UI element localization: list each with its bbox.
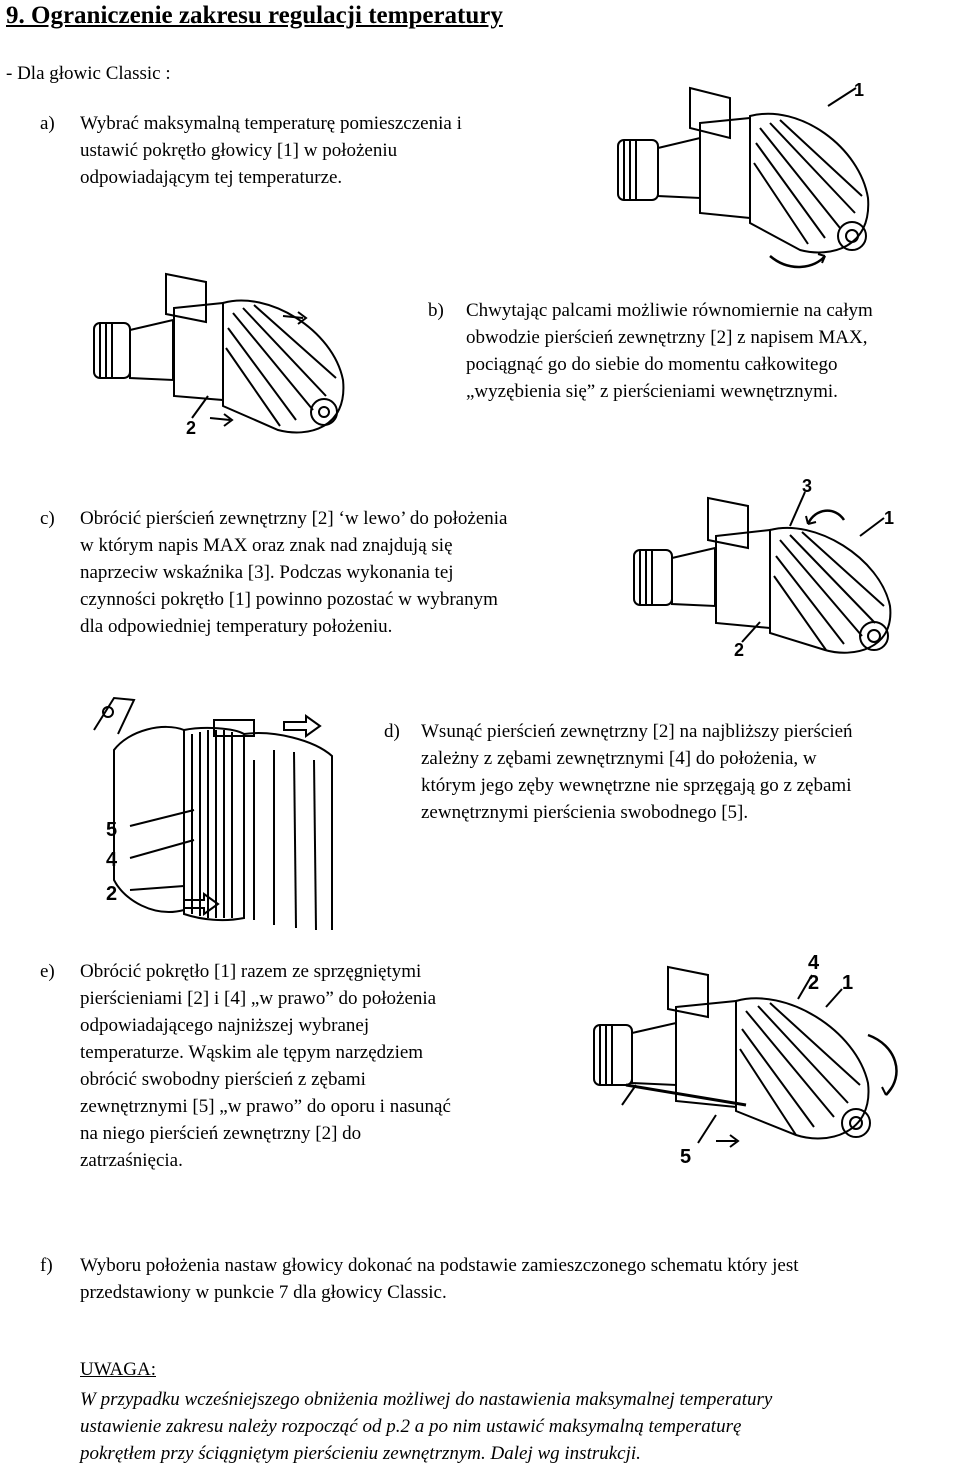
step-d-label: d) (384, 721, 400, 742)
step-e-label: e) (40, 961, 55, 982)
step-b-label: b) (428, 300, 444, 321)
callout-2: 2 (808, 972, 819, 994)
intro-text: - Dla głowic Classic : (6, 63, 171, 84)
step-e-line: pierścieniami [2] i [4] „w prawo” do poł… (80, 988, 437, 1009)
callout-2: 2 (106, 883, 117, 905)
step-a-line: ustawić pokrętło głowicy [1] w położeniu (80, 140, 398, 161)
page-title: 9. Ograniczenie zakresu regulacji temper… (6, 2, 503, 29)
step-c-line: w którym napis MAX oraz znak nad znajduj… (80, 535, 453, 556)
callout-4: 4 (106, 849, 118, 871)
note-line: ustawienie zakresu należy rozpocząć od p… (80, 1416, 742, 1437)
step-d-line: którym jego zęby wewnętrzne nie sprzęgaj… (421, 775, 852, 796)
valve-head-figure-e: 4 2 1 5 (593, 952, 898, 1168)
step-e-line: Obrócić pokrętło [1] razem ze sprzęgnięt… (80, 961, 422, 982)
step-a-text: Wybrać maksymalną temperaturę pomieszcze… (80, 110, 580, 191)
step-f-line: przedstawiony w punkcie 7 dla głowicy Cl… (80, 1282, 447, 1303)
step-c-line: czynności pokrętło [1] powinno pozostać … (80, 589, 498, 610)
step-e-line: obrócić swobodny pierścień z zębami (80, 1069, 366, 1090)
step-a-line: Wybrać maksymalną temperaturę pomieszcze… (80, 113, 462, 134)
note-heading: UWAGA: (80, 1359, 156, 1380)
note-line: W przypadku wcześniejszego obniżenia moż… (80, 1389, 773, 1410)
step-e-text: Obrócić pokrętło [1] razem ze sprzęgnięt… (80, 958, 550, 1174)
callout-3: 3 (802, 478, 812, 496)
ring-closeup-figure-d: 5 4 2 (93, 696, 333, 930)
step-c-line: dla odpowiedniej temperatury położeniu. (80, 616, 393, 637)
step-f-line: Wyboru położenia nastaw głowicy dokonać … (80, 1255, 799, 1276)
step-c-text: Obrócić pierścień zewnętrzny [2] ‘w lewo… (80, 505, 620, 640)
valve-head-figure-a: 1 (617, 80, 870, 269)
step-c-line: Obrócić pierścień zewnętrzny [2] ‘w lewo… (80, 508, 508, 529)
note-line: pokrętłem przy ściągniętym pierścieniu z… (80, 1443, 641, 1464)
step-d-text: Wsunąć pierścień zewnętrzny [2] na najbl… (421, 718, 960, 826)
step-c-label: c) (40, 508, 55, 529)
step-e-line: na niego pierścień zewnętrzny [2] do (80, 1123, 362, 1144)
step-d-line: Wsunąć pierścień zewnętrzny [2] na najbl… (421, 721, 853, 742)
step-e-line: zatrzaśnięcia. (80, 1150, 183, 1171)
step-c-line: naprzeciw wskaźnika [3]. Podczas wykonan… (80, 562, 454, 583)
valve-head-figure-c: 3 1 2 (633, 478, 894, 660)
step-d-line: zależny z zębami zewnętrznymi [4] do poł… (421, 748, 817, 769)
step-b-line: Chwytając palcami możliwie równomiernie … (466, 300, 873, 321)
step-f-text: Wyboru położenia nastaw głowicy dokonać … (80, 1252, 960, 1306)
step-b-line: obwodzie pierścień zewnętrzny [2] z napi… (466, 327, 868, 348)
valve-head-figure-b: 2 (93, 272, 345, 438)
step-e-line: zewnętrznymi [5] „w prawo” do oporu i na… (80, 1096, 451, 1117)
callout-1: 1 (842, 972, 853, 994)
step-e-line: temperaturze. Wąskim ale tępym narzędzie… (80, 1042, 424, 1063)
callout-5: 5 (680, 1146, 691, 1168)
step-a-line: odpowiadającym tej temperaturze. (80, 167, 343, 188)
callout-1: 1 (884, 508, 894, 528)
step-a-label: a) (40, 113, 55, 134)
step-b-line: „wyzębienia się” z pierścieniami wewnętr… (466, 381, 838, 402)
callout-2: 2 (734, 640, 744, 660)
step-b-line: pociągnąć go do siebie do momentu całkow… (466, 354, 838, 375)
callout-4: 4 (808, 952, 820, 974)
step-b-text: Chwytając palcami możliwie równomiernie … (466, 297, 960, 405)
step-f-label: f) (40, 1255, 53, 1276)
step-e-line: odpowiadającego najniższej wybranej (80, 1015, 370, 1036)
step-d-line: zewnętrznymi pierścienia swobodnego [5]. (421, 802, 749, 823)
callout-5: 5 (106, 819, 117, 841)
callout-1: 1 (854, 80, 864, 100)
callout-2: 2 (186, 418, 196, 438)
note-text: W przypadku wcześniejszego obniżenia moż… (80, 1386, 960, 1467)
